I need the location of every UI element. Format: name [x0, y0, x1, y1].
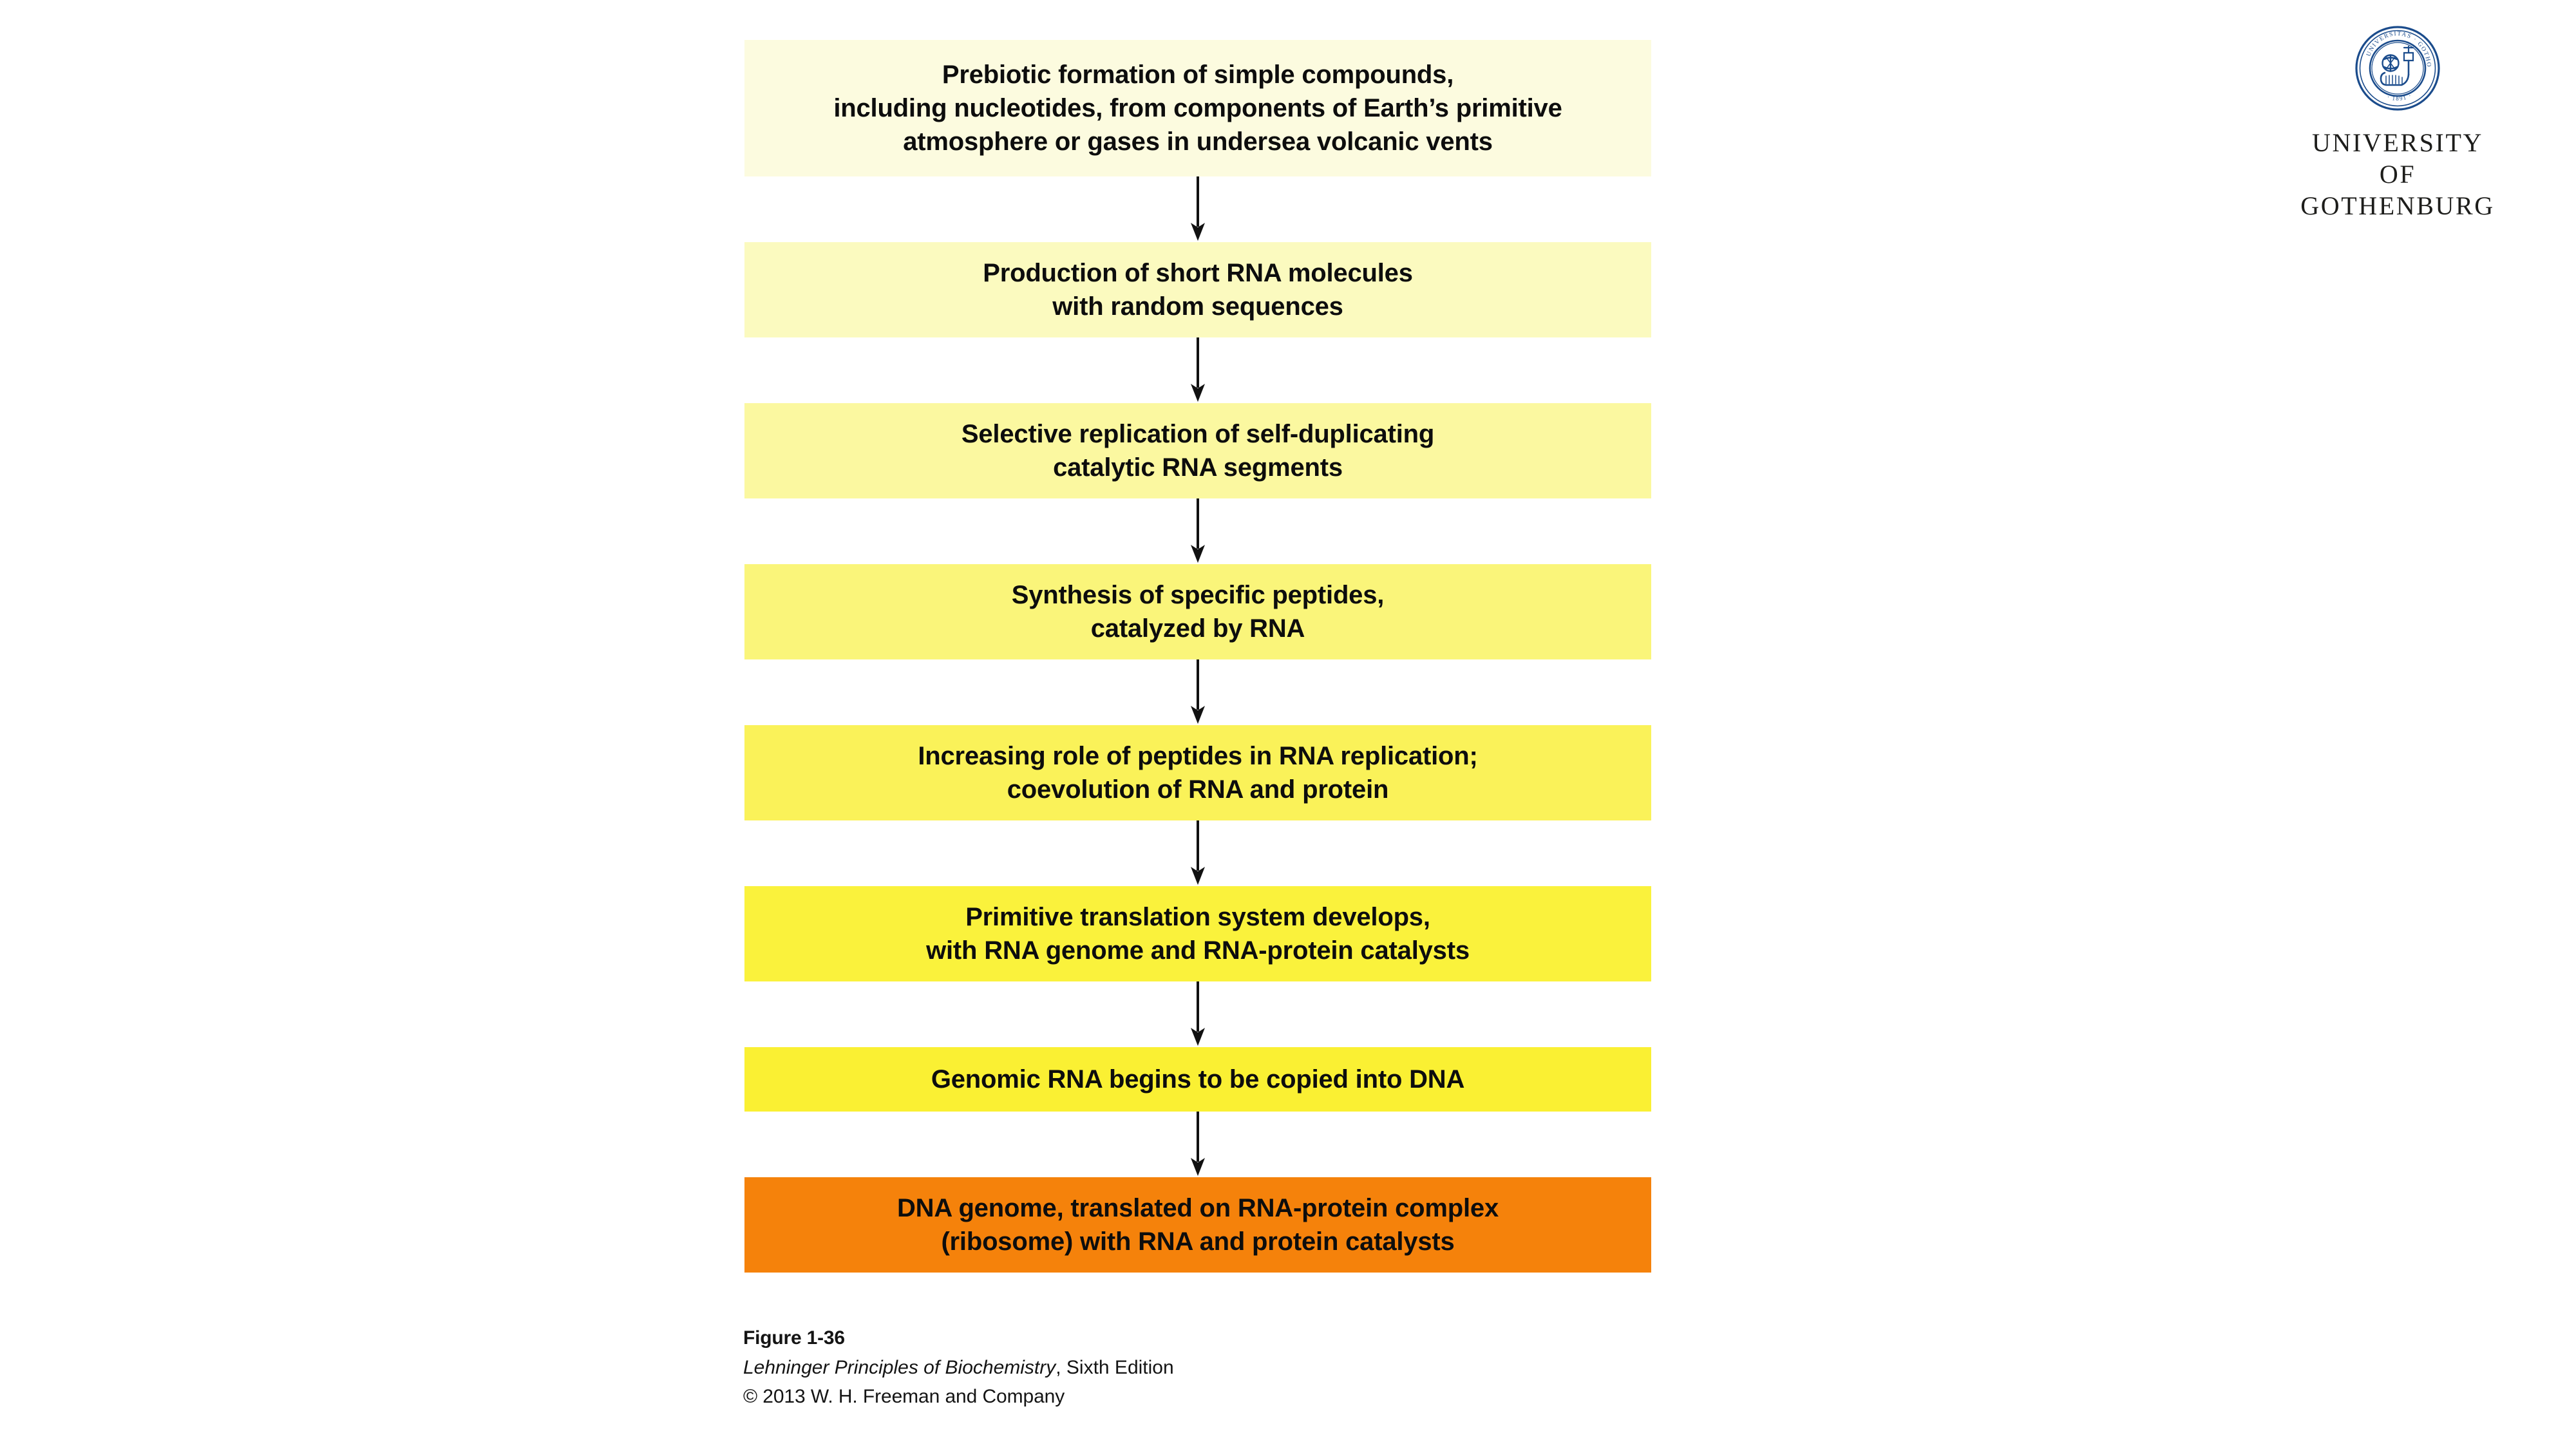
down-arrow-icon: [1191, 1112, 1205, 1176]
university-name-line2: GOTHENBURG: [2300, 191, 2495, 220]
flow-arrow-6: [744, 981, 1651, 1047]
source-title: Lehninger Principles of Biochemistry: [743, 1356, 1056, 1378]
university-name-line1: UNIVERSITY OF: [2312, 128, 2483, 189]
flow-arrow-7: [744, 1112, 1651, 1177]
university-logo: UNIVERSITAS · GOTHOBURGENSIS · 1891 ·: [2291, 24, 2504, 222]
figure-number: Figure 1-36: [743, 1327, 845, 1349]
flow-step-6: Primitive translation system develops, w…: [744, 886, 1651, 981]
down-arrow-icon: [1191, 981, 1205, 1046]
figure-copyright: © 2013 W. H. Freeman and Company: [743, 1386, 1065, 1408]
evolution-flowchart: Prebiotic formation of simple compounds,…: [744, 40, 1651, 1273]
university-name: UNIVERSITY OF GOTHENBURG: [2291, 128, 2504, 222]
flow-step-1: Prebiotic formation of simple compounds,…: [744, 40, 1651, 176]
flow-arrow-4: [744, 659, 1651, 725]
flow-step-7: Genomic RNA begins to be copied into DNA: [744, 1047, 1651, 1112]
down-arrow-icon: [1191, 659, 1205, 724]
flow-arrow-3: [744, 498, 1651, 564]
source-edition: , Sixth Edition: [1056, 1356, 1174, 1378]
flow-arrow-5: [744, 820, 1651, 886]
flow-step-8: DNA genome, translated on RNA-protein co…: [744, 1177, 1651, 1273]
down-arrow-icon: [1191, 337, 1205, 402]
flow-arrow-2: [744, 337, 1651, 403]
flow-step-2: Production of short RNA molecules with r…: [744, 242, 1651, 337]
university-seal-icon: UNIVERSITAS · GOTHOBURGENSIS · 1891 ·: [2354, 24, 2441, 112]
figure-source: Lehninger Principles of Biochemistry, Si…: [743, 1353, 1174, 1383]
down-arrow-icon: [1191, 820, 1205, 885]
down-arrow-icon: [1191, 498, 1205, 563]
flow-step-3: Selective replication of self-duplicatin…: [744, 403, 1651, 498]
down-arrow-icon: [1191, 176, 1205, 241]
figure-caption: Figure 1-36 Lehninger Principles of Bioc…: [743, 1323, 1174, 1412]
svg-text:· 1891 ·: · 1891 ·: [2386, 92, 2412, 102]
flow-step-5: Increasing role of peptides in RNA repli…: [744, 725, 1651, 820]
flow-step-4: Synthesis of specific peptides, catalyze…: [744, 564, 1651, 659]
flow-arrow-1: [744, 176, 1651, 242]
